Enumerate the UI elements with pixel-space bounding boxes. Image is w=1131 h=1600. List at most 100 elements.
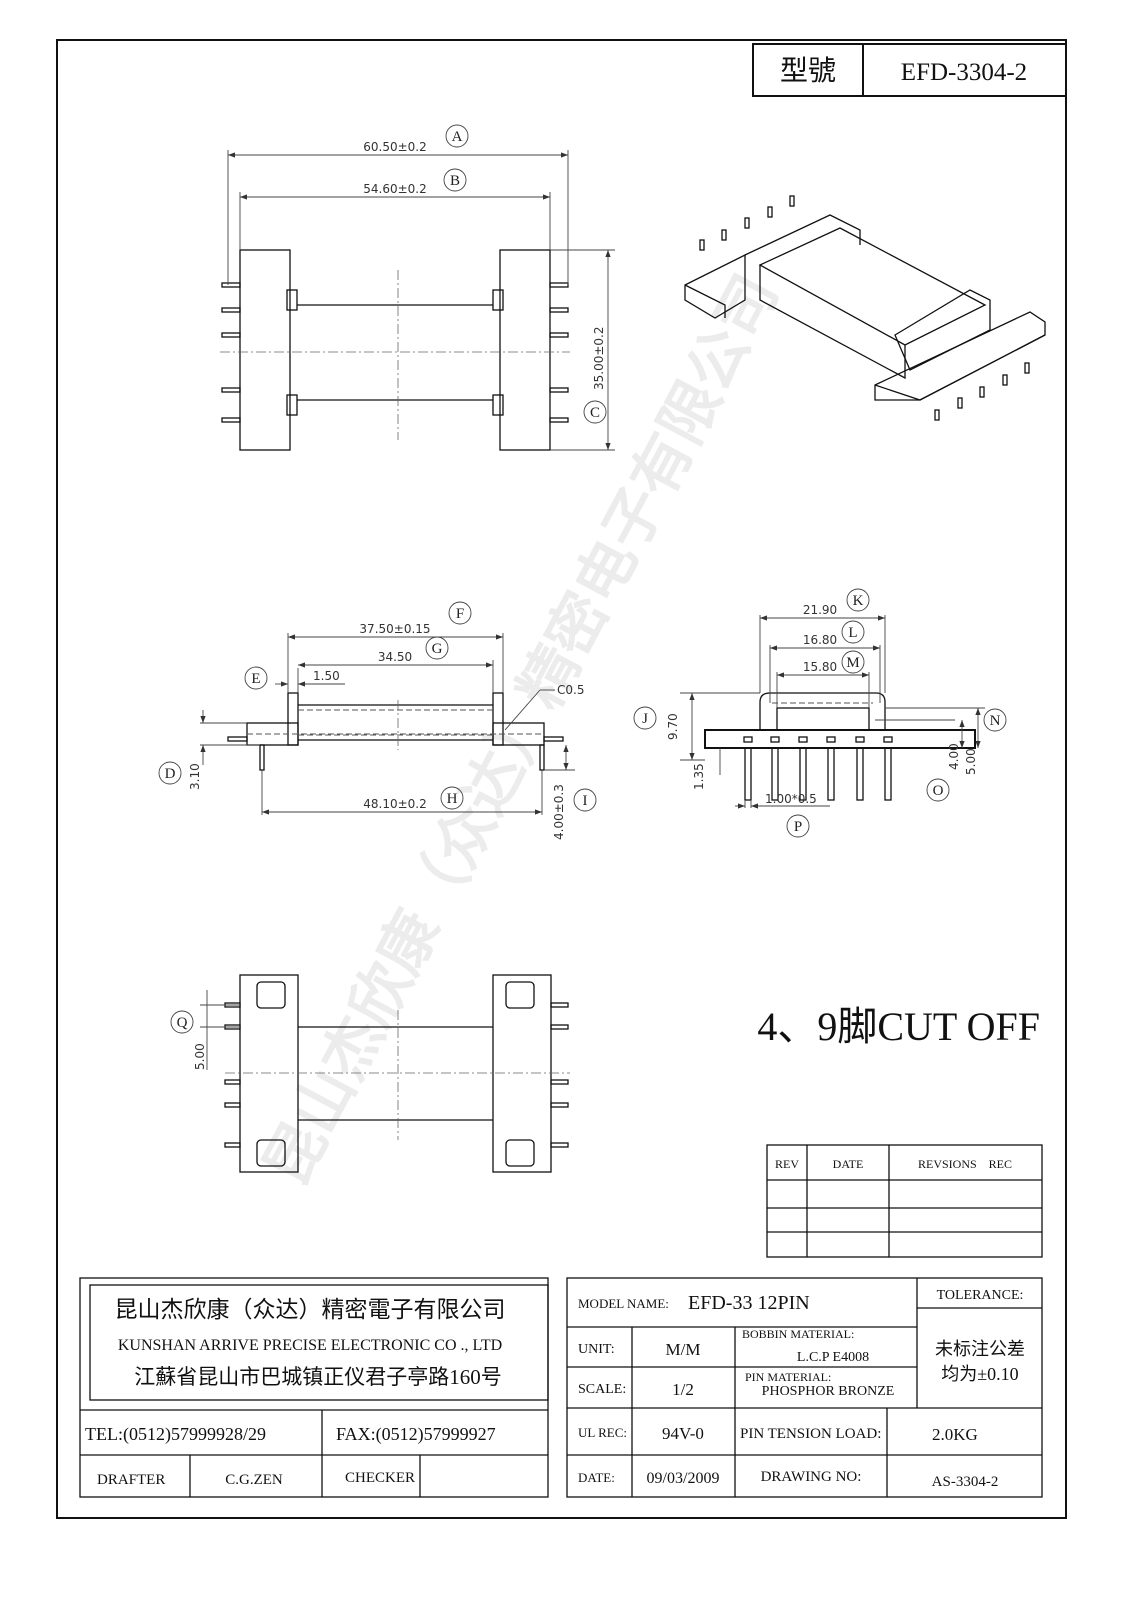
dim-d-value: 3.10 bbox=[188, 763, 202, 790]
balloon-j: J bbox=[642, 711, 648, 727]
dim-b-value: 54.60±0.2 bbox=[363, 182, 427, 196]
bobbin-material-value: L.C.P E4008 bbox=[797, 1350, 869, 1365]
dim-i-value: 4.00±0.3 bbox=[552, 784, 566, 840]
title-block: MODEL NAME: EFD-33 12PIN TOLERANCE: 未标注公… bbox=[566, 1277, 1043, 1498]
dim-p-value: 1.00*0.5 bbox=[765, 792, 817, 806]
date-label: DATE: bbox=[578, 1470, 615, 1485]
dim-l-value: 16.80 bbox=[803, 633, 837, 647]
date-header: DATE bbox=[833, 1157, 864, 1171]
pin bbox=[827, 747, 835, 801]
bobbin-material-label: BOBBIN MATERIAL: bbox=[742, 1327, 854, 1341]
pin bbox=[744, 217, 750, 229]
rev-header: REV bbox=[775, 1157, 799, 1171]
balloon-b: B bbox=[450, 173, 460, 189]
balloon-i: I bbox=[583, 793, 588, 809]
company-tel: TEL:(0512)57999928/29 bbox=[85, 1424, 266, 1445]
dim-e-value: 1.50 bbox=[313, 669, 340, 683]
pin bbox=[771, 747, 779, 801]
pin bbox=[221, 307, 241, 313]
pin bbox=[744, 747, 752, 801]
model-header: 型號 EFD-3304-2 bbox=[752, 43, 1067, 97]
balloon-l: L bbox=[848, 625, 857, 641]
drawing-no-value: AS-3304-2 bbox=[932, 1474, 999, 1490]
pin bbox=[1002, 374, 1008, 386]
pin bbox=[224, 1079, 241, 1085]
pin-slot bbox=[770, 736, 780, 743]
dim-j-value: 9.70 bbox=[666, 713, 680, 740]
tolerance-line2: 均为±0.10 bbox=[941, 1364, 1018, 1384]
pin bbox=[549, 282, 569, 288]
dim-q-value: 5.00 bbox=[193, 1043, 207, 1070]
balloon-n: N bbox=[990, 713, 1001, 729]
balloon-g: G bbox=[432, 641, 443, 657]
ul-value: 94V-0 bbox=[662, 1424, 704, 1443]
pin bbox=[549, 332, 569, 338]
company-fax: FAX:(0512)57999927 bbox=[336, 1424, 496, 1445]
dim-h-value: 48.10±0.2 bbox=[363, 797, 427, 811]
pin-slot bbox=[798, 736, 808, 743]
balloon-m: M bbox=[846, 655, 859, 671]
dim-m-value: 15.80 bbox=[803, 660, 837, 674]
tolerance-line1: 未标注公差 bbox=[935, 1339, 1025, 1359]
model-number: EFD-3304-2 bbox=[901, 59, 1027, 86]
unit-value: M/M bbox=[666, 1340, 701, 1359]
pin bbox=[221, 387, 241, 393]
dim-k-value: 21.90 bbox=[803, 603, 837, 617]
drafter-label: DRAFTER bbox=[97, 1472, 165, 1488]
front-view: 21.90 16.80 15.80 9.70 1.35 4.00 5.00 1.… bbox=[633, 588, 1007, 838]
bottom-view: 5.00 Q bbox=[170, 974, 570, 1173]
pin-material-value: PHOSPHOR BRONZE bbox=[762, 1384, 895, 1399]
pin bbox=[550, 1102, 569, 1108]
model-label: 型號 bbox=[780, 55, 836, 87]
pin-slot bbox=[883, 736, 893, 743]
scale-value: 1/2 bbox=[672, 1380, 694, 1399]
dim-a-value: 60.50±0.2 bbox=[363, 140, 427, 154]
model-name-label: MODEL NAME: bbox=[578, 1296, 669, 1311]
dim-n-value: 5.00 bbox=[964, 748, 978, 775]
pin bbox=[549, 387, 569, 393]
pin bbox=[767, 206, 773, 218]
pin bbox=[1024, 362, 1030, 374]
pin bbox=[549, 417, 569, 423]
balloon-a: A bbox=[452, 129, 463, 145]
balloon-k: K bbox=[853, 593, 864, 609]
ul-label: UL REC: bbox=[578, 1425, 627, 1440]
pin bbox=[549, 307, 569, 313]
pin-slot bbox=[743, 736, 753, 743]
balloon-c: C bbox=[590, 405, 600, 421]
company-name-cn: 昆山杰欣康（众达）精密電子有限公司 bbox=[115, 1297, 506, 1322]
balloon-f: F bbox=[456, 606, 464, 622]
pin bbox=[799, 747, 807, 801]
pin bbox=[550, 1002, 569, 1008]
dim-o-value: 4.00 bbox=[947, 743, 961, 770]
dim-c-value: 35.00±0.2 bbox=[592, 327, 606, 391]
pin bbox=[979, 386, 985, 398]
balloon-p: P bbox=[794, 819, 802, 835]
pin-tension-label: PIN TENSION LOAD: bbox=[740, 1426, 881, 1442]
pin bbox=[224, 1142, 241, 1148]
pin bbox=[224, 1102, 241, 1108]
unit-label: UNIT: bbox=[578, 1342, 615, 1357]
pin-cut-note: 4、9脚CUT OFF bbox=[757, 1004, 1040, 1049]
balloon-d: D bbox=[165, 766, 176, 782]
revisions-header: REVSIONS REC bbox=[918, 1157, 1012, 1171]
revision-table: REV DATE REVSIONS REC bbox=[766, 1144, 1043, 1258]
dim-g-value: 34.50 bbox=[378, 650, 412, 664]
dim-f-value: 37.50±0.15 bbox=[359, 622, 430, 636]
pin bbox=[856, 747, 864, 801]
drawing-no-label: DRAWING NO: bbox=[761, 1469, 862, 1485]
checker-label: CHECKER bbox=[345, 1470, 415, 1486]
pin bbox=[957, 397, 963, 409]
pin bbox=[699, 239, 705, 251]
pin bbox=[721, 229, 727, 241]
pin bbox=[221, 282, 241, 288]
pin-tension-value: 2.0KG bbox=[932, 1425, 978, 1444]
pin bbox=[550, 1024, 569, 1030]
pin-slot bbox=[855, 736, 865, 743]
company-address: 江蘇省昆山市巴城镇正仪君子亭路160号 bbox=[134, 1365, 502, 1389]
balloon-q: Q bbox=[177, 1015, 188, 1031]
model-name-value: EFD-33 12PIN bbox=[688, 1292, 810, 1314]
company-name-en: KUNSHAN ARRIVE PRECISE ELECTRONIC CO ., … bbox=[118, 1337, 502, 1354]
pin-slot bbox=[826, 736, 836, 743]
